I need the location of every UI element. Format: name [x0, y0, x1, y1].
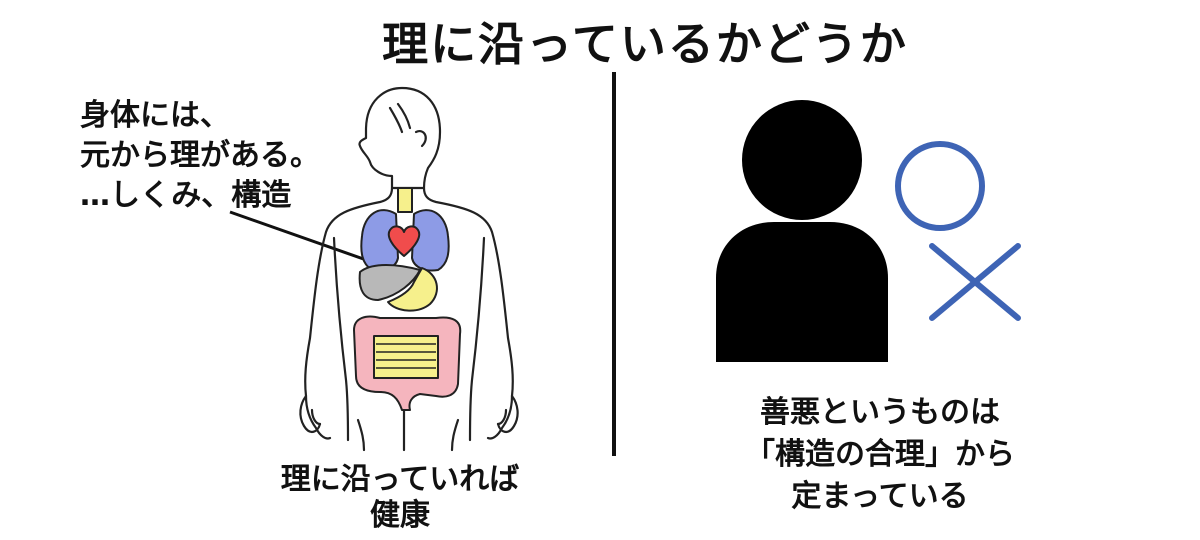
hair-line — [388, 106, 404, 134]
right-caption-line-1: 善悪というものは — [760, 395, 1000, 430]
head-outline — [358, 86, 442, 190]
right-hand — [496, 394, 519, 433]
liver — [358, 264, 421, 301]
person-head — [742, 100, 862, 220]
right-caption-line-3: 定まっている — [791, 479, 969, 514]
person-silhouette-icon — [716, 100, 888, 362]
cross-wrong-icon — [929, 243, 1021, 321]
callout-line-1: 身体には、 — [80, 98, 230, 133]
left-caption-line-2: 健康 — [370, 498, 430, 533]
heart — [387, 225, 421, 257]
page-title: 理に沿っているかどうか — [382, 17, 908, 71]
left-hand-finger — [310, 408, 322, 426]
small-intestine-coils — [376, 343, 436, 369]
body-callout: 身体には、 元から理がある。 …しくみ、構造 — [80, 96, 320, 216]
trachea — [397, 187, 413, 213]
hair-line-2 — [396, 102, 412, 130]
center-divider — [612, 72, 616, 456]
callout-line-3: …しくみ、構造 — [80, 178, 292, 213]
circle-correct-icon — [895, 141, 985, 231]
human-body-anatomy-icon — [299, 86, 519, 452]
torso-outline — [304, 186, 394, 440]
right-caption: 善悪というものは 「構造の合理」から 定まっている — [690, 392, 1070, 518]
person-body — [716, 222, 888, 362]
right-hand-finger — [496, 408, 508, 426]
callout-pointer-line — [229, 210, 373, 264]
organs-group — [353, 187, 462, 411]
ear-outline — [414, 130, 427, 148]
left-hand — [299, 394, 322, 433]
torso-outline-right — [422, 186, 514, 440]
lung-right — [411, 209, 450, 272]
right-arm-inner — [468, 236, 486, 442]
left-arm-inner — [332, 236, 350, 442]
left-leg-top — [356, 418, 366, 452]
small-intestine — [373, 335, 439, 379]
right-caption-line-2: 「構造の合理」から — [745, 437, 1015, 472]
stomach — [387, 267, 438, 312]
left-caption: 理に沿っていれば 健康 — [240, 462, 560, 534]
left-caption-line-1: 理に沿っていれば — [280, 462, 520, 497]
right-leg-top — [450, 418, 460, 452]
callout-line-2: 元から理がある。 — [80, 138, 320, 173]
